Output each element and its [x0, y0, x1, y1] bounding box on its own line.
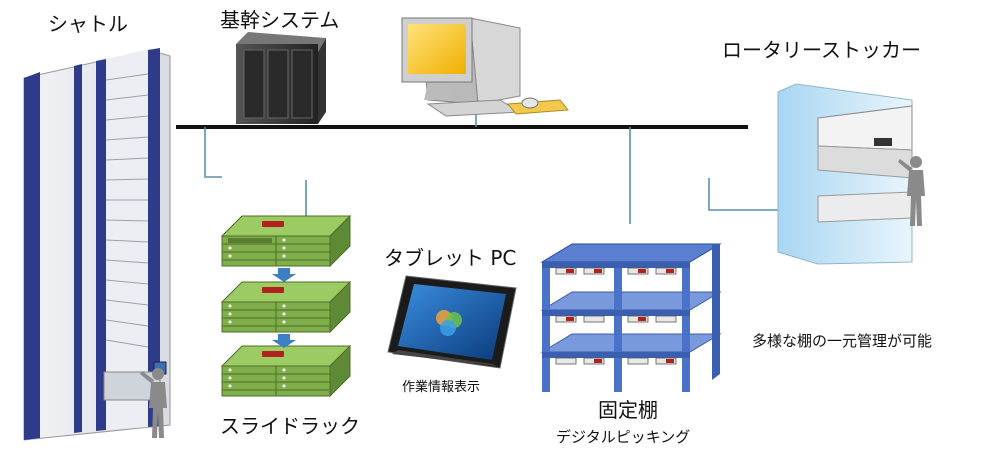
- label-work-info-display: 作業情報表示: [402, 380, 481, 395]
- label-host-system: 基幹システム: [220, 8, 340, 32]
- shuttle-tower: [23, 48, 171, 441]
- label-digital-picking: デジタルピッキング: [556, 428, 691, 446]
- desktop-pc-icon: [401, 17, 569, 117]
- label-tablet-pc: タブレット PC: [384, 246, 517, 270]
- rotary-stocker: [777, 83, 913, 265]
- slide-rack-stack: [221, 215, 351, 397]
- label-slide-rack: スライドラック: [220, 414, 360, 438]
- label-rotary-stocker: ロータリーストッカー: [722, 38, 921, 62]
- fixed-shelf: [540, 243, 722, 392]
- label-unified-management: 多様な棚の一元管理が可能: [752, 332, 933, 350]
- network-lines: [176, 56, 778, 224]
- tablet-icon: [387, 275, 517, 369]
- link-slide-rack: [204, 127, 222, 178]
- server-rack-icon: [236, 32, 326, 124]
- link-stocker: [708, 178, 778, 211]
- label-fixed-shelf: 固定棚: [598, 398, 658, 422]
- label-shuttle: シャトル: [48, 12, 128, 36]
- arrow-down-icon: [272, 334, 296, 348]
- arrow-down-icon: [272, 268, 296, 282]
